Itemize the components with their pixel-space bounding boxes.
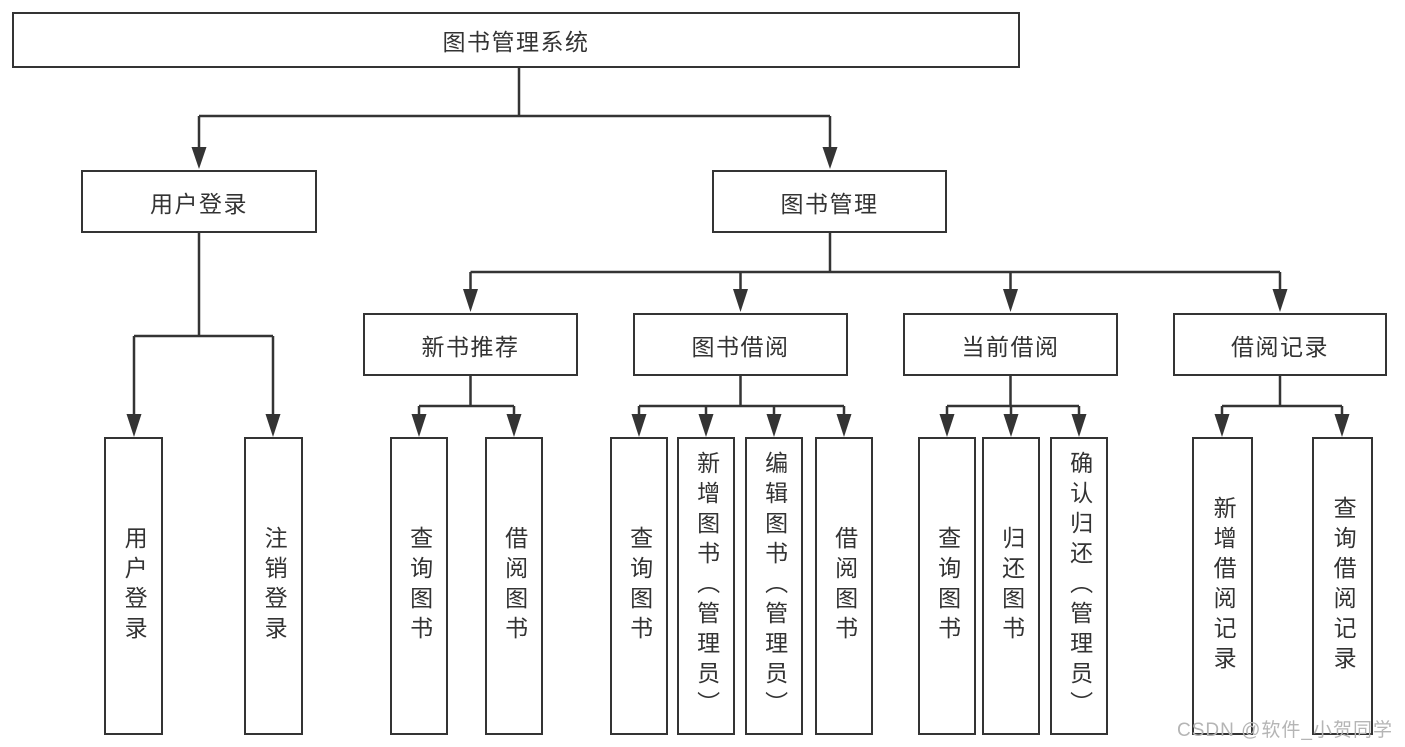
node-label: 借阅记录 — [1231, 333, 1329, 360]
node-label: 图书管理系统 — [442, 29, 590, 55]
leaf-label: 查询图书 — [626, 526, 653, 646]
leaf-edit-book-admin: 编辑图书（管理员） — [745, 437, 803, 735]
node-user-login: 用户登录 — [81, 170, 317, 233]
leaf-label: 用户登录 — [121, 526, 148, 646]
leaf-label: 编辑图书（管理员） — [761, 451, 788, 721]
leaf-label: 借阅图书 — [831, 526, 858, 646]
leaf-logout: 注销登录 — [244, 437, 303, 735]
node-book-borrowing: 图书借阅 — [633, 313, 848, 376]
node-current-borrowing: 当前借阅 — [903, 313, 1118, 376]
leaf-label: 查询图书 — [934, 526, 961, 646]
leaf-borrow-books-recommend: 借阅图书 — [485, 437, 543, 735]
leaf-label: 归还图书 — [998, 526, 1025, 646]
leaf-query-books-current: 查询图书 — [918, 437, 976, 735]
leaf-return-book: 归还图书 — [982, 437, 1040, 735]
leaf-add-book-admin: 新增图书（管理员） — [677, 437, 735, 735]
leaf-label: 查询图书 — [406, 526, 433, 646]
leaf-label: 新增借阅记录 — [1210, 496, 1237, 676]
node-library-management-system: 图书管理系统 — [12, 12, 1020, 68]
leaf-label: 借阅图书 — [501, 526, 528, 646]
leaf-user-login: 用户登录 — [104, 437, 163, 735]
arrowheads — [126, 147, 1350, 437]
csdn-watermark: CSDN @软件_小贺同学 — [1177, 720, 1393, 741]
leaf-label: 新增图书（管理员） — [693, 451, 720, 721]
leaf-query-books-borrowing: 查询图书 — [610, 437, 668, 735]
leaf-confirm-return-admin: 确认归还（管理员） — [1050, 437, 1108, 735]
leaf-label: 注销登录 — [261, 526, 288, 646]
node-label: 当前借阅 — [961, 333, 1060, 360]
node-book-management: 图书管理 — [712, 170, 947, 233]
leaf-query-borrow-record: 查询借阅记录 — [1312, 437, 1373, 735]
leaf-label: 确认归还（管理员） — [1066, 451, 1093, 721]
leaf-borrow-books-borrowing: 借阅图书 — [815, 437, 873, 735]
node-borrowing-records: 借阅记录 — [1173, 313, 1387, 376]
leaf-query-books-recommend: 查询图书 — [390, 437, 448, 735]
node-new-book-recommend: 新书推荐 — [363, 313, 578, 376]
connector-paths — [132, 68, 1344, 416]
leaf-label: 查询借阅记录 — [1330, 496, 1357, 676]
node-label: 图书借阅 — [691, 333, 790, 360]
leaf-add-borrow-record: 新增借阅记录 — [1192, 437, 1253, 735]
node-label: 用户登录 — [150, 190, 248, 217]
node-label: 图书管理 — [780, 190, 879, 217]
node-label: 新书推荐 — [421, 333, 520, 360]
